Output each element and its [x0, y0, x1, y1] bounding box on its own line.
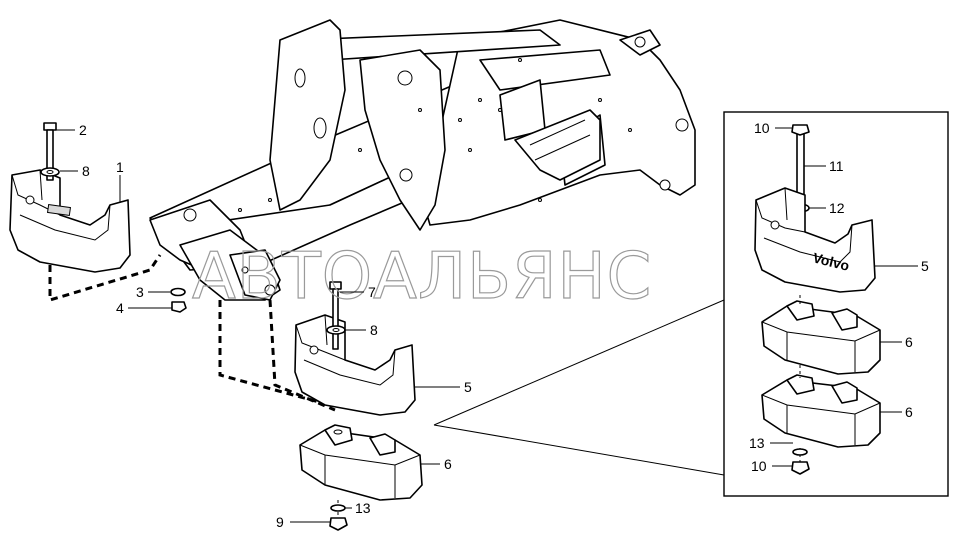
frame-bolt-holes [238, 58, 632, 212]
callout-13-center: 13 [355, 500, 371, 516]
callout-8-center: 8 [370, 322, 378, 338]
callout-5-center: 5 [464, 379, 472, 395]
callout-10-bottom: 10 [751, 458, 767, 474]
callout-6-detail-upper: 6 [905, 334, 913, 350]
callout-6-center: 6 [444, 456, 452, 472]
bolt-center [326, 281, 346, 350]
callout-12: 12 [829, 200, 845, 216]
loader-frame [149, 19, 696, 301]
nut-washer-center [329, 500, 348, 531]
callout-7: 7 [368, 284, 376, 300]
counterweight-block-center [299, 424, 423, 501]
callout-4: 4 [116, 300, 124, 316]
assembly-line-left [48, 254, 162, 303]
bolt-left [40, 122, 60, 181]
callout-6-detail-lower: 6 [905, 404, 913, 420]
callout-1: 1 [116, 159, 124, 175]
mudguard-center [294, 314, 416, 416]
assembly-line-center [218, 299, 336, 412]
mudguard-left-front [9, 169, 131, 273]
callout-8-left: 8 [82, 163, 90, 179]
callout-labels: 2 8 1 3 4 7 8 5 6 13 9 10 11 12 5 6 6 13… [79, 120, 929, 530]
callout-5-detail: 5 [921, 258, 929, 274]
leader-lines [56, 127, 918, 523]
callout-13-detail: 13 [749, 435, 765, 451]
callout-3: 3 [136, 284, 144, 300]
watermark: АВТОАЛЬЯНС [192, 240, 652, 314]
nut-washer-bracket [170, 287, 187, 313]
callout-9: 9 [276, 514, 284, 530]
callout-11: 11 [829, 158, 844, 174]
detail-inset [433, 111, 949, 497]
callout-10-top: 10 [754, 120, 770, 136]
callout-2: 2 [79, 122, 87, 138]
